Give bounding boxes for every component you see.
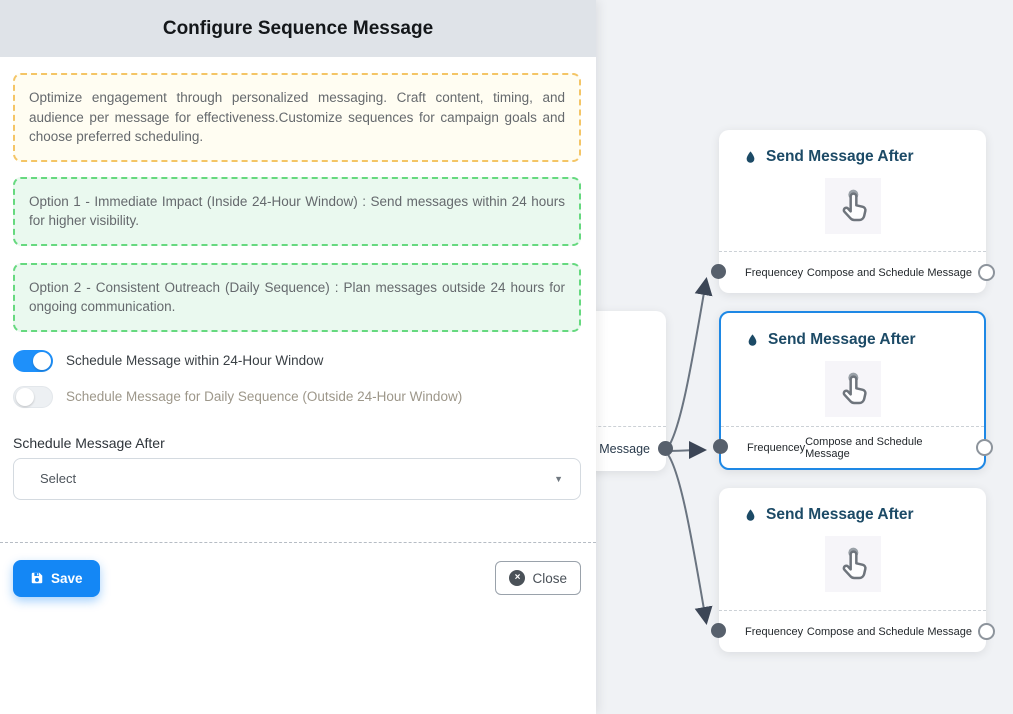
send-message-after-node-3[interactable]: Send Message After Frequencey Compose an… (711, 488, 995, 652)
drawer-body: Optimize engagement through personalized… (0, 57, 596, 597)
frequency-label[interactable]: Frequencey (745, 266, 804, 279)
node-title: Send Message After (768, 331, 916, 348)
configure-sequence-drawer: Configure Sequence Message Optimize enga… (0, 0, 596, 714)
node-title-row: Send Message After (719, 488, 986, 524)
compose-schedule-label[interactable]: Compose and Schedule Message (805, 435, 923, 460)
toggle-row-daily: Schedule Message for Daily Sequence (Out… (13, 385, 581, 408)
compose-schedule-label[interactable]: Compose and Schedule Message (806, 266, 972, 279)
close-button[interactable]: × Close (495, 561, 581, 595)
toggle-daily-sequence[interactable] (13, 385, 53, 408)
toggle-24h-label: Schedule Message within 24-Hour Window (66, 353, 324, 368)
node-footer: Frequencey Compose and Schedule Message (719, 610, 986, 652)
target-handle[interactable] (713, 439, 728, 454)
tap-hand-icon (842, 372, 867, 405)
send-message-after-node-1[interactable]: Send Message After Frequencey Compose an… (711, 130, 995, 293)
floppy-disk-icon (31, 572, 43, 584)
select-placeholder: Select (40, 471, 77, 486)
water-drop-icon (746, 508, 755, 521)
output-handle[interactable] (978, 264, 995, 281)
node-title-row: Send Message After (719, 130, 986, 166)
option-2-box: Option 2 - Consistent Outreach (Daily Se… (13, 262, 581, 332)
schedule-after-select[interactable]: Select ▼ (13, 457, 581, 500)
target-handle[interactable] (711, 264, 726, 279)
close-button-label: Close (532, 570, 567, 586)
node-footer: Frequencey Compose and Schedule Message (719, 251, 986, 293)
water-drop-icon (748, 333, 757, 346)
send-message-after-node-2[interactable]: Send Message After Frequencey Compose an… (713, 311, 993, 470)
caret-down-icon: ▼ (554, 473, 563, 484)
output-handle[interactable] (978, 623, 995, 640)
drawer-actions: Save × Close (13, 559, 581, 597)
schedule-after-label: Schedule Message After (13, 434, 165, 451)
node-body[interactable] (824, 361, 881, 417)
option-2-text: Option 2 - Consistent Outreach (Daily Se… (29, 279, 565, 315)
toggle-knob (16, 387, 34, 406)
toggle-knob (33, 351, 51, 370)
flow-canvas[interactable]: ce Message Send Message After Frequencey… (596, 0, 1013, 714)
node-body[interactable] (824, 536, 881, 592)
edge-to-node-3 (664, 450, 713, 625)
frequency-label[interactable]: Frequencey (745, 625, 804, 638)
node-body[interactable] (824, 178, 881, 234)
intro-info-box: Optimize engagement through personalized… (13, 73, 581, 162)
frequency-label[interactable]: Frequencey (747, 441, 806, 454)
toggle-row-24h: Schedule Message within 24-Hour Window (13, 349, 581, 372)
node-title: Send Message After (766, 148, 914, 165)
parent-node-footer-text: ce Message (596, 442, 650, 456)
source-handle[interactable] (658, 441, 673, 456)
option-1-text: Option 1 - Immediate Impact (Inside 24-H… (29, 193, 565, 229)
parent-sequence-node[interactable]: ce Message (596, 311, 673, 471)
save-button-label: Save (51, 570, 83, 586)
water-drop-icon (746, 150, 755, 163)
circle-x-icon: × (509, 570, 526, 586)
option-1-box: Option 1 - Immediate Impact (Inside 24-H… (13, 176, 581, 246)
page-title: Configure Sequence Message (162, 17, 434, 39)
intro-text: Optimize engagement through personalized… (29, 90, 565, 144)
node-footer: Frequencey Compose and Schedule Message (721, 426, 984, 468)
drawer-header: Configure Sequence Message (0, 0, 596, 57)
tap-hand-icon (842, 547, 867, 580)
save-button[interactable]: Save (13, 559, 100, 597)
footer-divider (0, 541, 596, 543)
output-handle[interactable] (976, 439, 993, 456)
compose-schedule-label[interactable]: Compose and Schedule Message (806, 625, 972, 638)
toggle-daily-label: Schedule Message for Daily Sequence (Out… (66, 389, 463, 404)
edge-to-node-1 (664, 277, 713, 452)
tap-hand-icon (842, 189, 867, 222)
node-title-row: Send Message After (721, 313, 984, 349)
toggle-24h-window[interactable] (13, 349, 53, 372)
parent-node-footer: ce Message (596, 426, 666, 471)
node-title: Send Message After (766, 506, 914, 523)
target-handle[interactable] (711, 623, 726, 638)
